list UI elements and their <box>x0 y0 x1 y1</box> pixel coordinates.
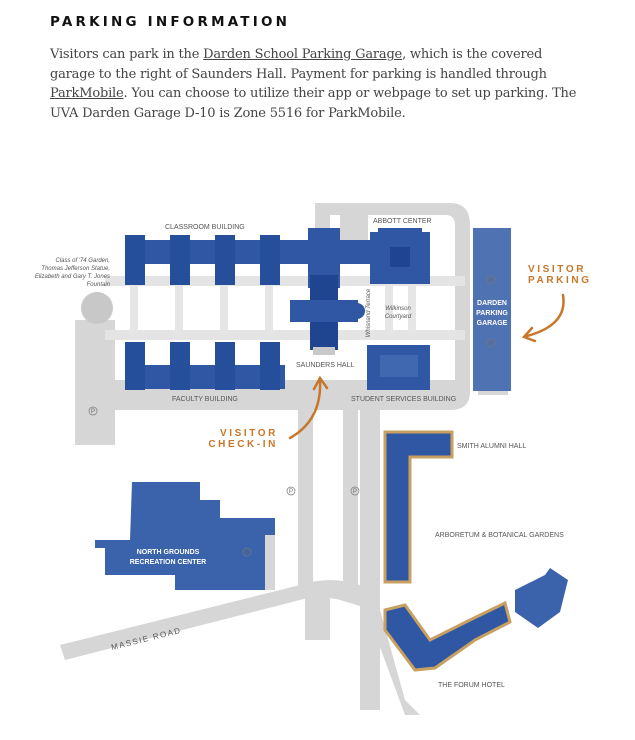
label-abbott: ABBOTT CENTER <box>373 218 432 225</box>
label-garden: Fountain <box>87 282 111 288</box>
text: , which is the covered garage to the rig… <box>50 47 547 82</box>
label-classroom: CLASSROOM BUILDING <box>165 224 245 231</box>
smith-alumni-hall <box>383 430 454 584</box>
label-wilkinson: Courtyard <box>385 314 412 320</box>
page-heading: PARKING INFORMATION <box>50 14 291 30</box>
parking-icon: P <box>91 409 95 415</box>
label-garden: Thomas Jefferson Statue, <box>41 266 110 272</box>
label-student-services: STUDENT SERVICES BUILDING <box>351 396 456 403</box>
label-rec: NORTH GROUNDS <box>137 549 200 556</box>
student-services-building <box>367 345 430 390</box>
visitor-checkin-callout: CHECK-IN <box>208 439 278 450</box>
label-faculty: FACULTY BUILDING <box>172 396 238 403</box>
parking-icon: P <box>489 341 493 347</box>
parking-icon: P <box>245 550 249 556</box>
parking-icon: P <box>289 489 293 495</box>
visitor-parking-callout: VISITOR <box>528 264 586 275</box>
fountain <box>81 292 113 324</box>
parking-icon: P <box>353 489 357 495</box>
parking-icons <box>88 275 496 557</box>
parking-description: Visitors can park in the Darden School P… <box>50 45 590 123</box>
saunders-hall <box>290 275 365 355</box>
visitor-checkin-callout: VISITOR <box>220 428 278 439</box>
text: Visitors can park in the <box>50 47 204 62</box>
classroom-building <box>125 228 375 288</box>
label-forum: THE FORUM HOTEL <box>438 682 505 689</box>
forum-annex <box>515 568 568 628</box>
label-garage: GARAGE <box>477 320 508 327</box>
visitor-checkin-arrow-icon <box>288 378 322 440</box>
label-garage: PARKING <box>476 310 508 317</box>
parking-icon: P <box>489 278 493 284</box>
label-smith: SMITH ALUMNI HALL <box>457 443 526 450</box>
label-whisnand: Whisnand Terrace <box>366 288 372 337</box>
visitor-parking-callout: PARKING <box>528 275 592 286</box>
arrowhead-icon <box>521 326 537 343</box>
label-garden: Elizabeth and Gary T. Jones <box>35 274 110 280</box>
north-grounds-recreation-center <box>95 482 275 590</box>
darden-garage-link[interactable]: Darden School Parking Garage <box>203 47 403 62</box>
label-garage: DARDEN <box>477 300 507 307</box>
abbott-center <box>370 228 430 284</box>
forum-hotel <box>383 600 512 672</box>
text: . You can choose to utilize their app or… <box>50 86 577 121</box>
darden-parking-garage[interactable] <box>473 228 511 391</box>
visitor-parking-arrow-icon <box>525 293 565 338</box>
arrowhead-icon <box>312 375 329 391</box>
label-saunders: SAUNDERS HALL <box>296 362 354 369</box>
label-garden: Class of '74 Garden, <box>55 258 110 264</box>
label-rec: RECREATION CENTER <box>130 559 206 566</box>
walkways <box>130 285 416 335</box>
label-arboretum: ARBORETUM & BOTANICAL GARDENS <box>435 532 564 539</box>
faculty-building <box>125 342 285 390</box>
parkmobile-link[interactable]: ParkMobile <box>50 86 124 101</box>
label-wilkinson: Wilkinson <box>385 306 411 312</box>
